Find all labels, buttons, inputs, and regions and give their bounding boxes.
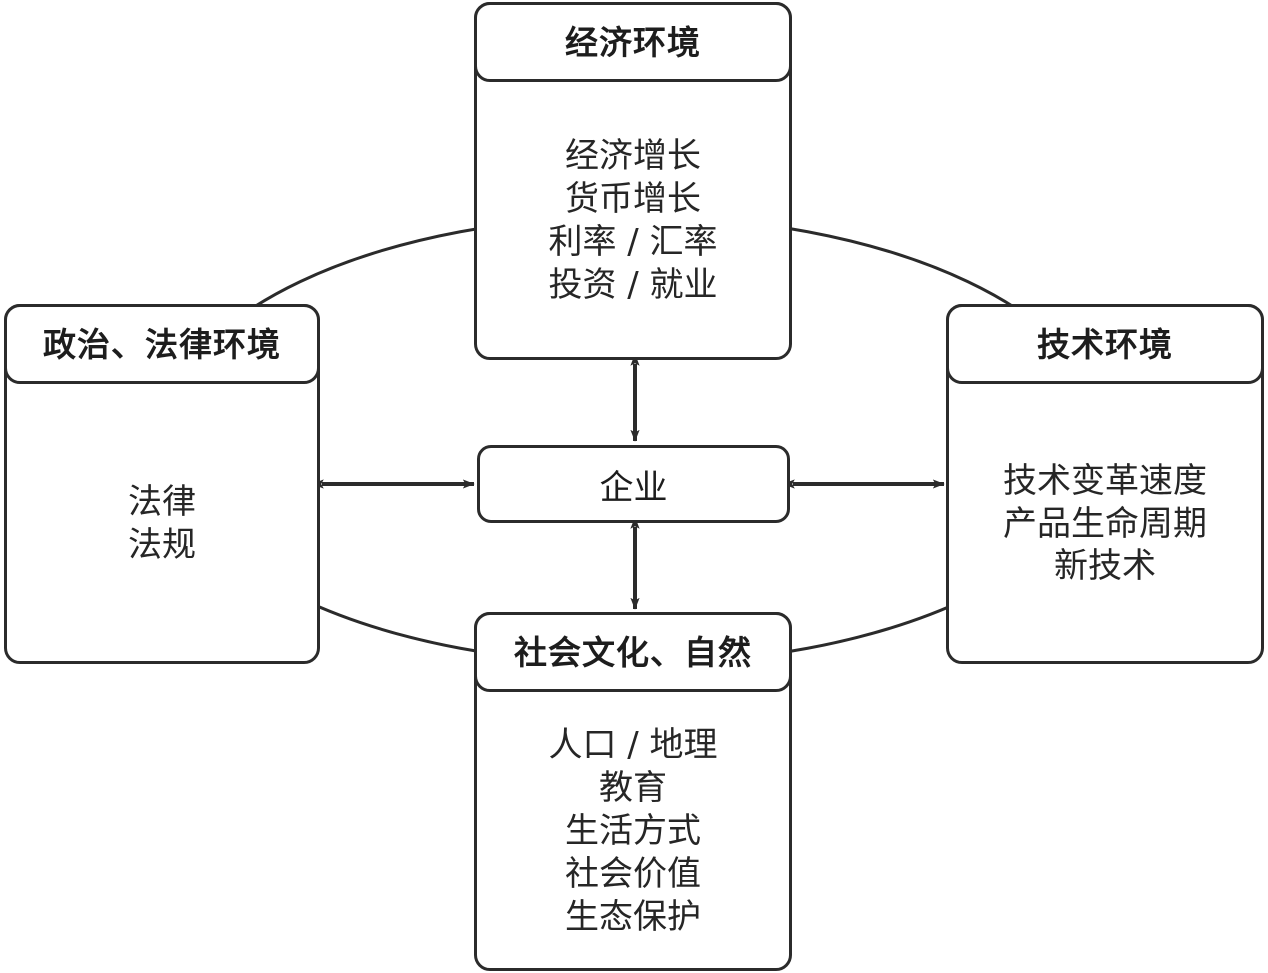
node-economic-body: 经济增长 货币增长 利率 / 汇率 投资 / 就业 [474, 82, 792, 360]
node-political-line: 法规 [128, 525, 196, 565]
node-enterprise-frame [477, 445, 790, 523]
node-technology-body: 技术变革速度 产品生命周期 新技术 [946, 384, 1264, 664]
node-enterprise-title: 企业 [599, 467, 668, 508]
node-economic-header: 经济环境 [474, 2, 792, 82]
node-social-cultural-natural-environment[interactable]: 社会文化、自然 人口 / 地理 教育 生活方式 社会价值 生态保护 [474, 612, 792, 971]
node-economic-environment[interactable]: 经济环境 经济增长 货币增长 利率 / 汇率 投资 / 就业 [474, 2, 792, 360]
node-economic-title: 经济环境 [565, 22, 701, 62]
node-economic-line: 利率 / 汇率 [548, 222, 718, 262]
node-social-title: 社会文化、自然 [514, 632, 752, 672]
node-technology-title: 技术环境 [1037, 324, 1173, 364]
node-social-line: 人口 / 地理 [548, 725, 718, 766]
node-economic-line: 投资 / 就业 [548, 264, 718, 305]
node-social-line: 教育 [599, 768, 667, 809]
node-political-legal-environment[interactable]: 政治、法律环境 法律 法规 [4, 304, 320, 664]
node-technology-header: 技术环境 [946, 304, 1264, 384]
node-technology-line: 技术变革速度 [1003, 460, 1207, 501]
node-technology-line: 产品生命周期 [1003, 503, 1207, 544]
node-economic-line: 货币增长 [565, 179, 701, 220]
node-political-title: 政治、法律环境 [43, 324, 281, 364]
node-enterprise[interactable]: 企业 [477, 445, 790, 523]
node-social-line: 生态保护 [565, 896, 701, 937]
node-technology-environment[interactable]: 技术环境 技术变革速度 产品生命周期 新技术 [946, 304, 1264, 664]
node-political-body: 法律 法规 [4, 384, 320, 664]
node-social-line: 生活方式 [565, 811, 701, 852]
node-political-header: 政治、法律环境 [4, 304, 320, 384]
node-social-header: 社会文化、自然 [474, 612, 792, 692]
node-social-body: 人口 / 地理 教育 生活方式 社会价值 生态保护 [474, 692, 792, 971]
node-economic-line: 经济增长 [565, 136, 701, 177]
node-technology-line: 新技术 [1054, 546, 1156, 587]
node-political-line: 法律 [128, 482, 196, 523]
node-social-line: 社会价值 [565, 853, 701, 894]
